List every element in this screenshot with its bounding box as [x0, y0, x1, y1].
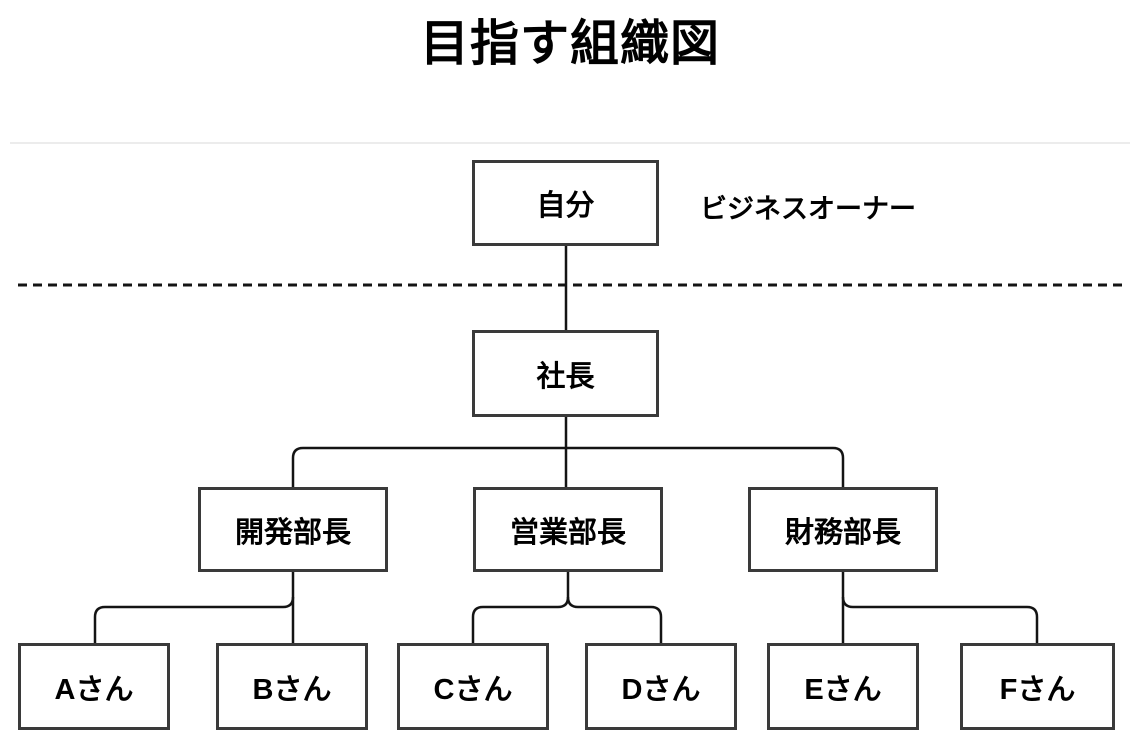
- org-box-staff-a: Aさん: [18, 643, 170, 730]
- org-box-sales-manager: 営業部長: [473, 487, 663, 572]
- org-box-sales-manager-label: 営業部長: [509, 516, 626, 549]
- org-box-staff-f-label: Fさん: [999, 673, 1076, 706]
- page-title: 目指す組織図: [419, 17, 720, 71]
- org-box-staff-d-label: Dさん: [621, 673, 701, 706]
- org-box-staff-b: Bさん: [216, 643, 368, 730]
- org-box-dev-manager: 開発部長: [198, 487, 388, 572]
- org-box-president: 社長: [472, 330, 659, 417]
- org-box-staff-a-label: Aさん: [54, 673, 134, 706]
- org-box-self-label: 自分: [536, 190, 595, 222]
- org-box-staff-c: Cさん: [397, 643, 549, 730]
- org-box-staff-f: Fさん: [960, 643, 1115, 730]
- org-box-staff-e: Eさん: [767, 643, 919, 730]
- org-box-staff-e-label: Eさん: [804, 673, 882, 706]
- org-box-finance-manager: 財務部長: [748, 487, 938, 572]
- org-box-staff-c-label: Cさん: [433, 673, 513, 706]
- business-owner-annotation: ビジネスオーナー: [700, 194, 916, 224]
- top-hairline-divider: [10, 142, 1130, 144]
- org-box-staff-b-label: Bさん: [252, 673, 332, 706]
- org-box-dev-manager-label: 開発部長: [234, 516, 351, 549]
- org-box-self: 自分: [472, 160, 659, 246]
- org-box-finance-manager-label: 財務部長: [784, 516, 901, 549]
- org-box-president-label: 社長: [536, 360, 595, 393]
- org-box-staff-d: Dさん: [585, 643, 737, 730]
